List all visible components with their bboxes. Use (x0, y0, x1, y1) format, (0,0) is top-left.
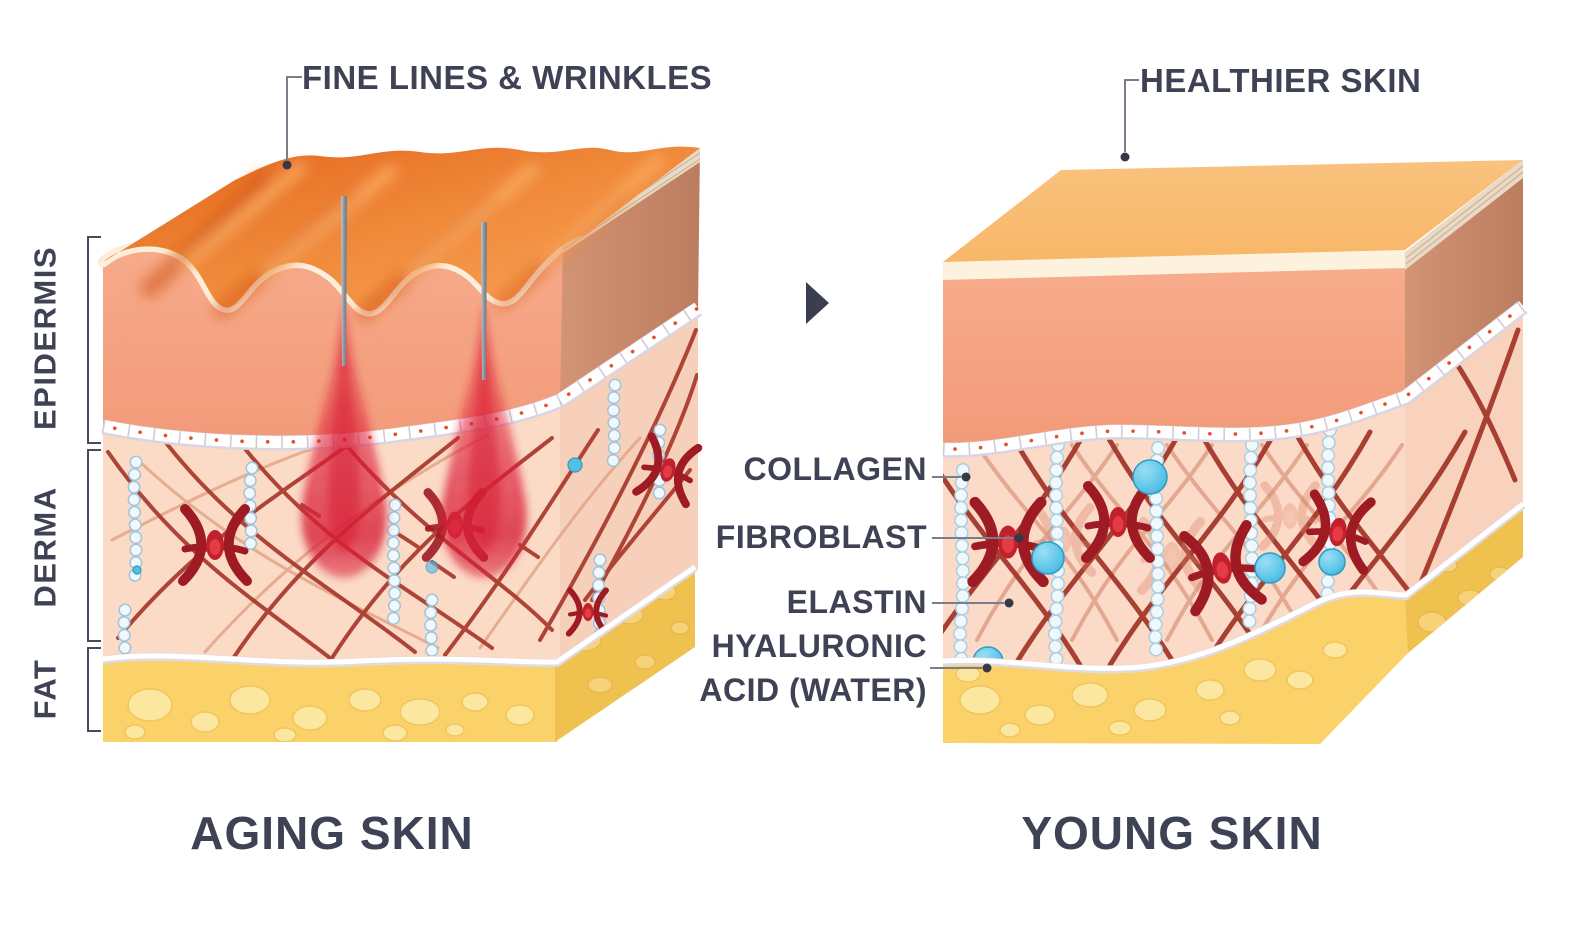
aging-side-face (560, 148, 700, 403)
young-smooth-surface (943, 160, 1523, 262)
right-arrow-icon (806, 282, 829, 324)
epidermis-label: EPIDERMIS (27, 245, 63, 431)
aging-hyaluronic-droplets (132, 457, 583, 575)
young-cream-band (943, 250, 1405, 280)
laser-beam (301, 196, 387, 578)
layer-brackets (87, 236, 101, 732)
leader-dots (282, 152, 1130, 673)
epidermis-bracket (87, 236, 101, 444)
young-epidermis-layer (943, 160, 1524, 451)
fine-lines-leader-line (286, 76, 302, 160)
derma-label: DERMA (27, 486, 63, 608)
microneedle (341, 196, 347, 366)
fibroblast-label: FIBROBLAST (715, 519, 927, 555)
hyaluronic-acid-label-line2: ACID (WATER) (699, 672, 927, 708)
aging-skin-block (97, 146, 703, 742)
aging-fat-cells (124, 685, 535, 742)
leader-lines (286, 76, 1139, 669)
fine-lines-wrinkles-label: FINE LINES & WRINKLES (302, 59, 713, 96)
young-fat-cells (955, 641, 1348, 738)
aging-fat-layer (102, 564, 698, 742)
hyaluronic-acid-label: HYALURONIC ACID (WATER) (699, 624, 927, 712)
aging-skin-caption: AGING SKIN (190, 807, 474, 859)
young-skin-caption: YOUNG SKIN (1021, 807, 1323, 859)
hyaluronic-acid-label-line1: HYALURONIC (711, 628, 927, 664)
young-side-face (1405, 176, 1523, 398)
fat-label: FAT (27, 658, 63, 720)
healthier-skin-leader-line (1124, 79, 1139, 152)
laser-beam (441, 222, 527, 578)
young-basement-membrane (941, 301, 1528, 458)
young-skin-block (941, 160, 1528, 744)
fat-bracket (87, 647, 101, 732)
derma-bracket (87, 449, 101, 642)
healthier-skin-label: HEALTHIER SKIN (1140, 62, 1422, 99)
elastin-label: ELASTIN (786, 584, 927, 620)
collagen-label: COLLAGEN (743, 451, 927, 487)
aging-basement-membrane (101, 302, 703, 451)
young-edge-band (1405, 160, 1523, 270)
aging-wrinkled-surface (103, 146, 700, 322)
microneedle (481, 222, 487, 380)
